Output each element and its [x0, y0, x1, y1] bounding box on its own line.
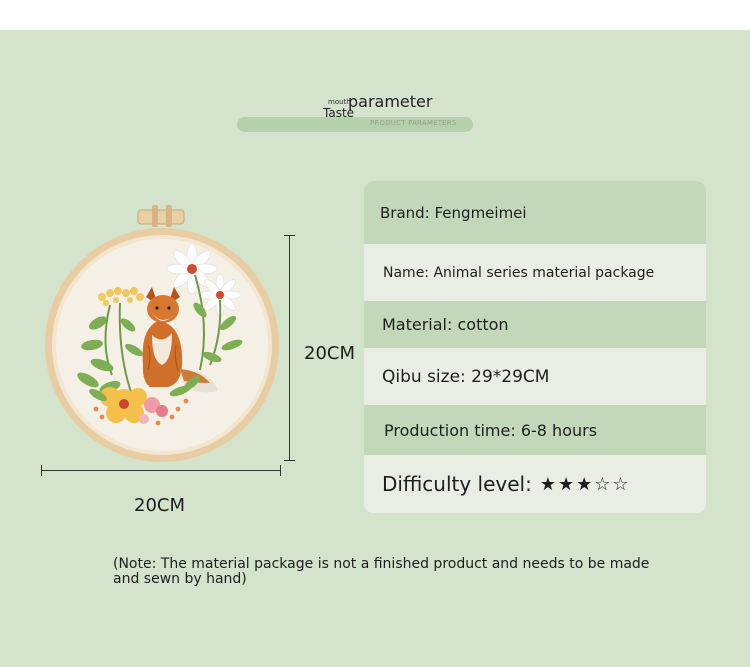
spec-name-text: Name: Animal series material package [383, 264, 655, 281]
heading-bar-text: PRODUCT PARAMETERS [370, 119, 457, 127]
note-text: (Note: The material package is not a fin… [113, 556, 650, 587]
height-dimension-cap-top [284, 235, 295, 236]
heading-small-text: mouth [328, 98, 351, 106]
spec-table: Brand: Fengmeimei Name: Animal series ma… [364, 181, 706, 513]
spec-material-text: Material: cotton [382, 315, 509, 334]
spec-difficulty-label: Difficulty level: [382, 472, 532, 496]
spec-size-text: Qibu size: 29*29CM [382, 366, 550, 387]
spec-row-difficulty: Difficulty level: ★★★☆☆ [364, 455, 706, 513]
spec-row-size: Qibu size: 29*29CM [364, 348, 706, 405]
spec-row-production-time: Production time: 6-8 hours [364, 405, 706, 455]
spec-row-brand: Brand: Fengmeimei [364, 181, 706, 244]
heading-title: parameter [348, 92, 433, 111]
heading-subtitle: Taste [323, 106, 355, 120]
difficulty-stars-icon: ★★★☆☆ [539, 473, 631, 495]
heading-decoration-bar [237, 117, 473, 132]
width-dimension-cap-left [41, 465, 42, 476]
embroidery-hoop-image [40, 205, 290, 470]
width-dimension-line [41, 470, 281, 471]
spec-row-material: Material: cotton [364, 301, 706, 348]
spec-production-time-text: Production time: 6-8 hours [384, 420, 598, 440]
width-dimension-cap-right [280, 465, 281, 476]
section-heading: PRODUCT PARAMETERS mouth parameter Taste [0, 0, 750, 140]
hoop-illustration [45, 205, 279, 462]
spec-brand-text: Brand: Fengmeimei [380, 203, 527, 222]
width-dimension-label: 20CM [134, 495, 186, 516]
height-dimension-cap-bottom [284, 460, 295, 461]
spec-row-name: Name: Animal series material package [364, 244, 706, 301]
top-white-band [0, 0, 750, 30]
height-dimension-label: 20CM [304, 343, 356, 364]
height-dimension-line [289, 235, 290, 460]
